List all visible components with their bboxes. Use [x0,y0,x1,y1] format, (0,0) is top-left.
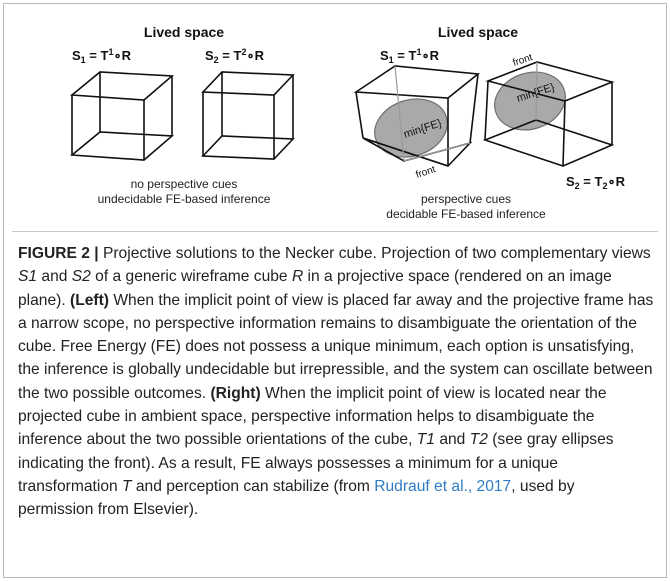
caption-right-label: (Right) [210,384,261,402]
caption-label: FIGURE 2 | [18,245,99,262]
caption-text: and perception can stabilize (from [131,477,375,495]
caption-var-t2: T2 [469,431,488,449]
caption-var-t: T [122,477,132,495]
caption-text: and [37,268,72,286]
figure-illustration: Lived space S1 = T1∘R S2 = T2∘R no persp… [0,0,670,230]
left-cube-2 [201,71,295,160]
caption-var-t1: T1 [416,431,435,449]
front-label-2: front [512,52,535,69]
caption-separator [12,231,658,232]
right-note-line1: perspective cues [421,192,511,206]
right-panel-title: Lived space [438,24,518,40]
caption-var-s2: S2 [71,268,91,286]
right-s1-label: S1 = T1∘R [380,47,440,65]
front-label-1: front [415,164,438,181]
caption-text: When the implicit point of view is place… [18,291,654,402]
caption-text: Projective solutions to the Necker cube.… [98,245,651,262]
caption-text: of a generic wireframe cube [90,268,292,286]
caption-text: in a projective space (rendered on an im… [18,268,612,309]
right-note-line2: decidable FE-based inference [386,207,546,221]
right-s2-label: S2 = T2∘R [566,174,626,191]
caption-text: and [434,431,470,449]
front-ellipse-1 [374,98,448,158]
caption-text: , used by permission from Elsevier). [18,477,575,519]
right-cube-1 [353,65,481,167]
caption-text: When the implicit point of view is locat… [18,384,607,449]
caption-var-r: R [291,268,304,286]
left-note-line2: undecidable FE-based inference [98,192,271,206]
left-s2-label: S2 = T2∘R [205,47,265,65]
caption-var-s1: S1 [18,268,38,286]
left-note-line1: no perspective cues [131,177,238,191]
reference-link[interactable]: Rudrauf et al., 2017 [374,477,512,495]
figure-svg: Lived space S1 = T1∘R S2 = T2∘R no persp… [69,24,626,221]
figure-caption: FIGURE 2 | Projective solutions to the N… [18,242,654,522]
left-s1-label: S1 = T1∘R [72,47,132,65]
caption-text: (see gray ellipses indicating the front)… [18,431,614,495]
caption-left-label: (Left) [70,291,109,309]
right-cube-2 [482,61,615,167]
left-panel-title: Lived space [144,24,224,40]
left-cube-1 [69,71,175,161]
